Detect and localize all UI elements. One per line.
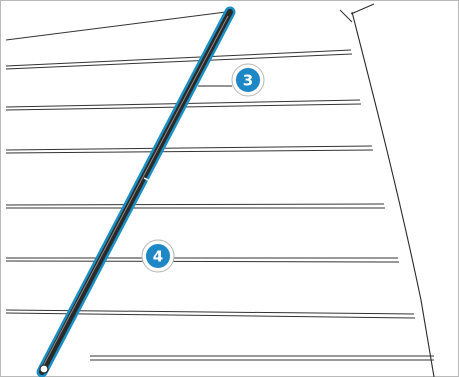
callout-3: 3 [232, 64, 264, 96]
callout-4: 4 [142, 240, 174, 272]
callout-3-number: 3 [243, 72, 253, 90]
callout-4-number: 4 [153, 248, 163, 266]
trim-end-cap [40, 365, 48, 373]
